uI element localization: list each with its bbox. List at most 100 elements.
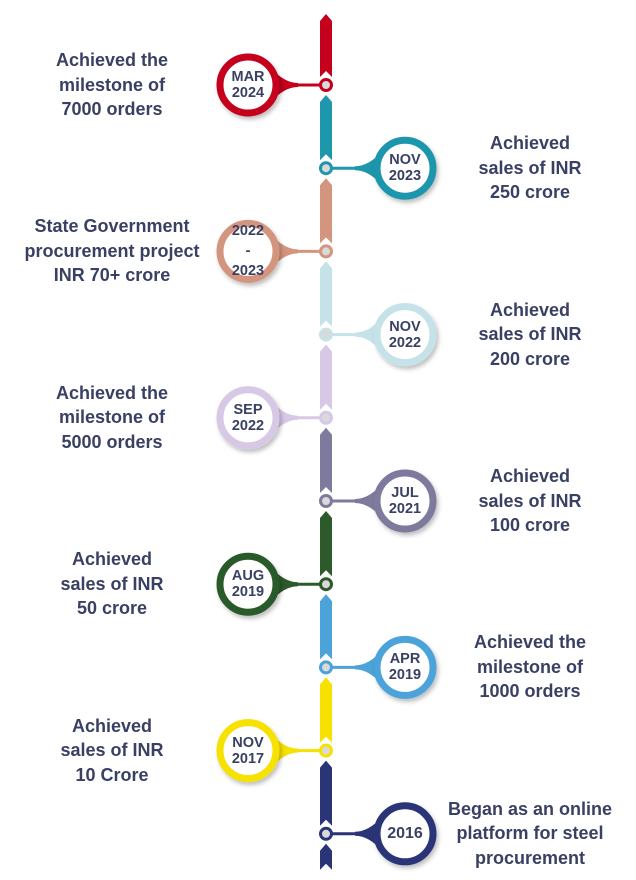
milestone-description: Began as an online platform for steel proc… — [420, 797, 636, 871]
milestone-date-line: 2022 — [231, 417, 265, 434]
timeline-segment — [320, 594, 332, 660]
milestone-date: 2016 — [377, 824, 433, 842]
milestone-description-line: sales of INR — [60, 740, 164, 761]
milestone-description-line: sales of INR — [478, 157, 582, 178]
date-pin-circle — [216, 53, 280, 117]
milestone-description-line: Achieved — [489, 133, 571, 154]
milestone-date-line: SEP — [233, 401, 263, 418]
timeline-node-icon — [319, 494, 333, 508]
milestone-description-line: Achieved the — [55, 50, 169, 70]
milestone-description-line: 1000 orders — [479, 681, 581, 702]
milestone-description-line: milestone of — [58, 74, 165, 95]
timeline-segment — [320, 760, 332, 826]
milestone-description: Achieved the milestone of 7000 orders — [2, 48, 222, 122]
date-pin-circle — [216, 386, 280, 450]
milestone-date-line: 2023 — [388, 168, 422, 185]
milestone-date-line: 2016 — [387, 824, 423, 842]
milestone-date-line: NOV — [232, 734, 264, 751]
milestone-description: Achieved sales of INR 250 crore — [420, 131, 636, 205]
timeline-segment — [320, 344, 332, 410]
timeline-segment — [320, 677, 332, 743]
milestone-description: Achieved sales of INR 100 crore — [420, 464, 636, 538]
date-pin-circle — [216, 219, 280, 283]
milestone-description: Achieved sales of INR 10 Crore — [2, 714, 222, 788]
milestone-description-line: Achieved — [489, 466, 571, 486]
milestone-description-line: State Government — [34, 216, 190, 237]
milestone-date-line: 2019 — [231, 584, 265, 601]
timeline-segment — [320, 511, 332, 577]
milestone-description: Achieved the milestone of 5000 orders — [2, 381, 222, 455]
timeline-node-icon — [319, 410, 333, 425]
timeline-node-icon — [319, 660, 333, 675]
date-pin-circle — [373, 635, 437, 699]
milestone-date-line: APR — [389, 651, 421, 668]
milestone-date: 2022 - 2023 — [220, 221, 276, 281]
timeline-node-icon — [319, 161, 333, 176]
date-pin-circle — [373, 303, 437, 367]
milestone-description-line: sales of INR — [60, 573, 164, 594]
milestone-date-line: 2021 — [388, 501, 422, 517]
milestone-date-line: NOV — [389, 152, 421, 169]
milestone-description-line: Achieved — [489, 299, 571, 320]
milestone-date-line: NOV — [389, 318, 421, 335]
milestone-description-line: Achieved — [71, 715, 153, 736]
milestone-date-line: 2022 — [231, 223, 265, 240]
timeline-node-icon — [319, 826, 333, 841]
milestone-description-line: 100 crore — [489, 515, 571, 535]
timeline-node-icon — [319, 244, 333, 259]
timeline-segment — [320, 427, 332, 493]
milestone-description-line: 10 Crore — [75, 764, 149, 785]
timeline-node-icon — [319, 327, 333, 342]
milestone-description-line: milestone of — [476, 656, 583, 677]
milestone-description-line: Began as an online — [447, 798, 613, 819]
milestone-date-line: 2023 — [231, 263, 265, 280]
date-pin-circle — [216, 552, 280, 616]
milestone-description-line: 5000 orders — [61, 431, 163, 452]
milestone-description-line: platform for steel — [456, 823, 604, 844]
milestone-date-line: - — [245, 243, 251, 260]
milestone-description-line: 250 crore — [489, 182, 571, 203]
milestone-description-line: milestone of — [58, 407, 165, 428]
milestone-description-line: Achieved — [71, 549, 153, 570]
timeline-segment — [320, 14, 332, 77]
milestone-date-line: 2019 — [388, 667, 422, 684]
milestone-description: Achieved sales of INR 50 crore — [2, 547, 222, 621]
timeline-segment — [320, 95, 332, 161]
milestone-date-line: AUG — [231, 568, 265, 585]
timeline-node-icon — [319, 743, 333, 758]
milestone-description-line: 200 crore — [489, 348, 571, 369]
milestone-description-line: 50 crore — [76, 598, 148, 619]
milestone-description: Achieved the milestone of 1000 orders — [420, 630, 636, 704]
timeline-node-icon — [319, 78, 333, 92]
milestone-date-line: 2022 — [388, 334, 422, 351]
date-pin-circle — [216, 719, 280, 783]
milestone-description-line: Achieved the — [55, 382, 169, 403]
milestone-date-line: 2024 — [231, 85, 265, 101]
milestone-description-line: Achieved the — [473, 632, 587, 653]
milestone-description-line: INR 70+ crore — [53, 265, 171, 286]
timeline-end-segment — [320, 843, 332, 870]
milestone-description-line: 7000 orders — [61, 99, 163, 119]
timeline-node-icon — [319, 577, 333, 592]
milestone-description-line: sales of INR — [478, 324, 582, 345]
date-pin-circle — [373, 469, 437, 533]
milestone-date-line: 2017 — [231, 750, 265, 767]
timeline-segment — [320, 178, 332, 244]
milestone-description-line: sales of INR — [478, 490, 582, 511]
milestone-date-line: JUL — [391, 485, 419, 501]
date-pin-circle — [373, 136, 437, 200]
milestone-description-line: procurement project — [24, 240, 200, 261]
milestone-description: Achieved sales of INR 200 crore — [420, 298, 636, 372]
milestone-description-line: procurement — [474, 847, 586, 868]
milestone-date-line: MAR — [231, 69, 265, 85]
